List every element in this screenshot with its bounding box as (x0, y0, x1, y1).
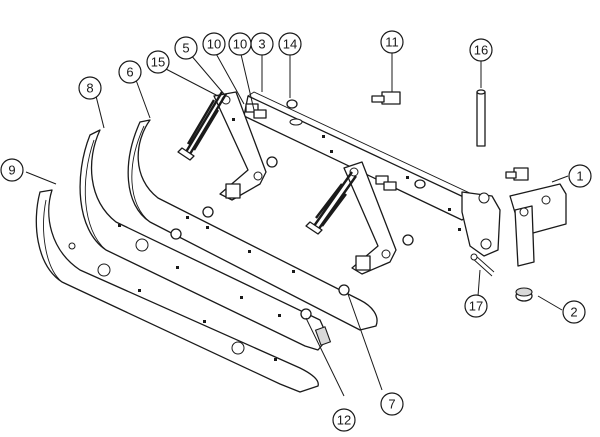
svg-text:5: 5 (182, 41, 189, 56)
svg-text:10: 10 (207, 37, 221, 52)
callout-7: 7 (380, 392, 404, 416)
part-9-skid-blade (35, 189, 319, 393)
callout-5: 5 (174, 36, 198, 60)
part-12-nut (300, 308, 312, 320)
svg-text:8: 8 (86, 81, 93, 96)
callout-2: 2 (562, 300, 586, 324)
hinge-bracket (461, 191, 501, 257)
part-3-mounting-bar (243, 91, 477, 231)
callout-14: 14 (278, 32, 302, 56)
svg-text:12: 12 (337, 413, 351, 428)
callout-15: 15 (146, 50, 170, 74)
part-11-bolt (371, 91, 401, 105)
callout-11: 11 (380, 30, 404, 54)
part-10-spacers (245, 103, 397, 191)
svg-text:1: 1 (576, 169, 583, 184)
part-16-pin (476, 89, 486, 147)
callout-3: 3 (250, 32, 274, 56)
svg-text:6: 6 (126, 65, 133, 80)
part-14-bushings (286, 99, 426, 189)
part-7-nut (170, 156, 414, 296)
part-2-bushing (515, 287, 533, 302)
svg-text:3: 3 (258, 37, 265, 52)
svg-text:7: 7 (388, 397, 395, 412)
callout-12: 12 (332, 408, 356, 432)
callout-1: 1 (568, 164, 592, 188)
callout-10a: 10 (202, 32, 226, 56)
part-6-rear-blade (127, 119, 378, 331)
part-1-hinge-plate (509, 183, 567, 267)
callout-17: 17 (464, 294, 488, 318)
svg-text:17: 17 (469, 299, 483, 314)
leader-lines (25, 48, 569, 397)
svg-text:14: 14 (283, 37, 297, 52)
part-8-curved-blade (79, 129, 332, 351)
part-17-cotter-pin (470, 253, 495, 277)
svg-text:9: 9 (8, 163, 15, 178)
hinge-bolt (505, 167, 529, 181)
svg-text:16: 16 (474, 43, 488, 58)
svg-text:10: 10 (233, 37, 247, 52)
callout-16: 16 (469, 38, 493, 62)
callout-6: 6 (118, 60, 142, 84)
part-5-lift-arm (177, 91, 267, 201)
callout-10b: 10 (228, 32, 252, 56)
svg-text:2: 2 (570, 305, 577, 320)
svg-text:11: 11 (385, 35, 399, 50)
right-lift-arm (305, 161, 397, 275)
callout-9: 9 (0, 158, 24, 182)
callout-8: 8 (78, 76, 102, 100)
svg-text:15: 15 (151, 55, 165, 70)
